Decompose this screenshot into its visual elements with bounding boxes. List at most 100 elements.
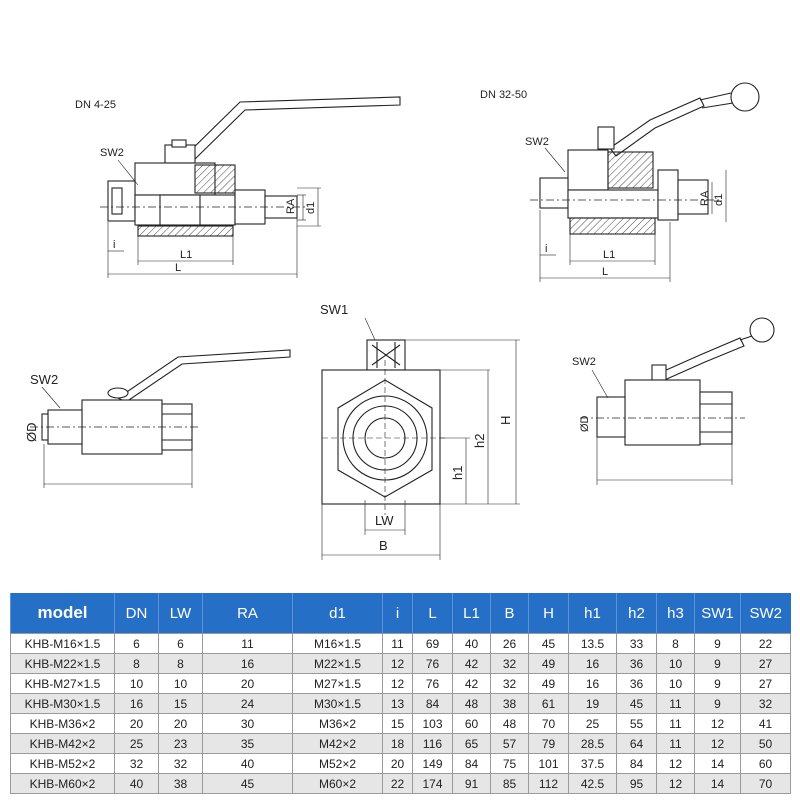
table-cell: 42 xyxy=(452,673,491,694)
column-header-model: model xyxy=(10,593,115,634)
table-cell: 40 xyxy=(202,753,293,774)
table-cell: M30×1.5 xyxy=(292,693,383,714)
table-cell: KHB-M16×1.5 xyxy=(10,633,115,654)
table-cell: M52×2 xyxy=(292,753,383,774)
column-header-b: B xyxy=(490,593,529,634)
table-cell: 85 xyxy=(490,773,529,794)
table-cell: 23 xyxy=(158,733,203,754)
table-cell: 11 xyxy=(656,733,695,754)
table-cell: 28.5 xyxy=(568,733,617,754)
table-cell: 10 xyxy=(656,653,695,674)
table-cell: 65 xyxy=(452,733,491,754)
table-cell: 95 xyxy=(616,773,657,794)
table-cell: 112 xyxy=(528,773,569,794)
table-cell: 103 xyxy=(412,713,453,734)
table-cell: 64 xyxy=(616,733,657,754)
table-cell: 13 xyxy=(382,693,413,714)
table-cell: 61 xyxy=(528,693,569,714)
table-cell: 32 xyxy=(740,693,791,714)
table-cell: KHB-M36×2 xyxy=(10,713,115,734)
view5-sw2-label: SW2 xyxy=(572,356,596,368)
table-cell: 49 xyxy=(528,653,569,674)
section-view-dn4-25: DN 4-25 SW2 RA xyxy=(75,96,401,278)
table-cell: 10 xyxy=(656,673,695,694)
table-cell: 174 xyxy=(412,773,453,794)
table-cell: 16 xyxy=(114,693,159,714)
view4-h-label: H xyxy=(498,416,513,425)
table-cell: M60×2 xyxy=(292,773,383,794)
table-cell: 33 xyxy=(616,633,657,654)
view2-l-label: L xyxy=(602,266,608,278)
section-view-dn32-50: DN 32-50 SW2 RA d1 i L1 L xyxy=(480,82,760,282)
table-cell: 27 xyxy=(740,673,791,694)
view4-h1-label: h1 xyxy=(450,466,465,480)
table-cell: 149 xyxy=(412,753,453,774)
table-cell: 12 xyxy=(382,653,413,674)
table-cell: 38 xyxy=(490,693,529,714)
view5-od-label: ØD xyxy=(579,415,591,432)
table-cell: 40 xyxy=(452,633,491,654)
table-cell: 11 xyxy=(656,713,695,734)
table-cell: 15 xyxy=(382,713,413,734)
table-cell: 42 xyxy=(452,653,491,674)
table-cell: 60 xyxy=(452,713,491,734)
table-cell: 12 xyxy=(382,673,413,694)
table-cell: 11 xyxy=(382,633,413,654)
column-header-ra: RA xyxy=(202,593,293,634)
table-cell: 20 xyxy=(114,713,159,734)
table-cell: 6 xyxy=(158,633,203,654)
table-cell: 84 xyxy=(452,753,491,774)
table-cell: KHB-M52×2 xyxy=(10,753,115,774)
table-cell: 9 xyxy=(694,653,741,674)
table-cell: 12 xyxy=(694,733,741,754)
table-cell: 25 xyxy=(114,733,159,754)
view4-b-label: B xyxy=(379,538,388,553)
table-cell: 12 xyxy=(656,773,695,794)
table-cell: 20 xyxy=(158,713,203,734)
table-cell: 18 xyxy=(382,733,413,754)
column-header-l1: L1 xyxy=(452,593,491,634)
table-cell: 22 xyxy=(740,633,791,654)
table-cell: 40 xyxy=(114,773,159,794)
view4-sw1-label: SW1 xyxy=(320,302,348,317)
table-cell: 57 xyxy=(490,733,529,754)
table-cell: 45 xyxy=(202,773,293,794)
table-cell: 25 xyxy=(568,713,617,734)
table-cell: 79 xyxy=(528,733,569,754)
column-header-d1: d1 xyxy=(292,593,383,634)
view2-ra-label: RA xyxy=(699,190,711,206)
table-cell: 32 xyxy=(490,653,529,674)
table-cell: 8 xyxy=(656,633,695,654)
table-cell: 48 xyxy=(490,713,529,734)
side-view-right: SW2 ØD xyxy=(572,317,775,485)
front-view: SW1 H h2 h1 LW B xyxy=(320,302,520,560)
table-cell: 14 xyxy=(694,753,741,774)
table-cell: 16 xyxy=(568,653,617,674)
table-cell: KHB-M22×1.5 xyxy=(10,653,115,674)
side-view-left: SW2 ØD xyxy=(24,349,291,488)
view1-title: DN 4-25 xyxy=(75,99,116,111)
column-header-sw2: SW2 xyxy=(740,593,791,634)
table-cell: 30 xyxy=(202,713,293,734)
view3-sw2-label: SW2 xyxy=(30,372,58,387)
table-cell: 9 xyxy=(694,673,741,694)
table-cell: 70 xyxy=(740,773,791,794)
column-header-h3: h3 xyxy=(656,593,695,634)
table-cell: 11 xyxy=(656,693,695,714)
column-header-dn: DN xyxy=(114,593,159,634)
table-cell: 24 xyxy=(202,693,293,714)
table-cell: 76 xyxy=(412,653,453,674)
view1-i-label: i xyxy=(113,239,115,251)
column-header-h2: h2 xyxy=(616,593,657,634)
table-cell: 12 xyxy=(656,753,695,774)
table-cell: 76 xyxy=(412,673,453,694)
table-cell: KHB-M60×2 xyxy=(10,773,115,794)
table-cell: 27 xyxy=(740,653,791,674)
table-cell: KHB-M42×2 xyxy=(10,733,115,754)
